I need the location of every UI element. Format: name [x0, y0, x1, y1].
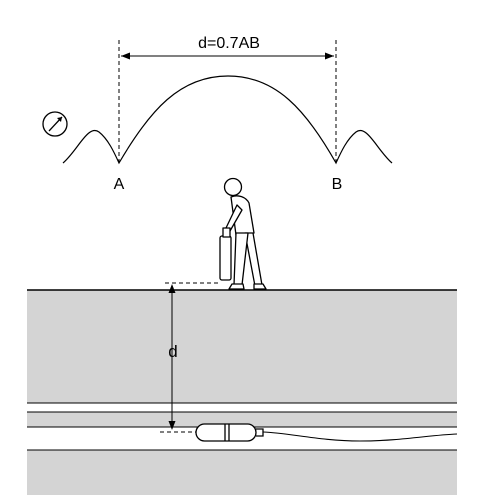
distance-formula-label: d=0.7AB [198, 35, 260, 52]
sonde-cable [262, 431, 458, 442]
depth-dimension-arrow [168, 284, 176, 430]
person-with-locator-icon [219, 177, 267, 290]
ab-dimension-arrow [121, 52, 334, 60]
operator-front-foot [228, 283, 245, 290]
signal-strength-curve [62, 75, 393, 165]
operator-back-foot [253, 283, 267, 290]
lower-ground-layer [27, 450, 457, 495]
locator-body [219, 235, 232, 281]
sonde-transmitter-icon [195, 423, 264, 442]
depth-label: d [168, 342, 177, 361]
operator-head [223, 177, 243, 197]
gauge-icon [42, 111, 68, 137]
locator-handle [222, 227, 231, 238]
point-a-label: A [114, 176, 125, 193]
point-b-label: B [332, 176, 343, 193]
middle-ground-strip [27, 412, 457, 427]
operator-front-leg [233, 232, 249, 286]
ground-layers [27, 289, 457, 495]
upper-ground-layer [27, 290, 457, 403]
